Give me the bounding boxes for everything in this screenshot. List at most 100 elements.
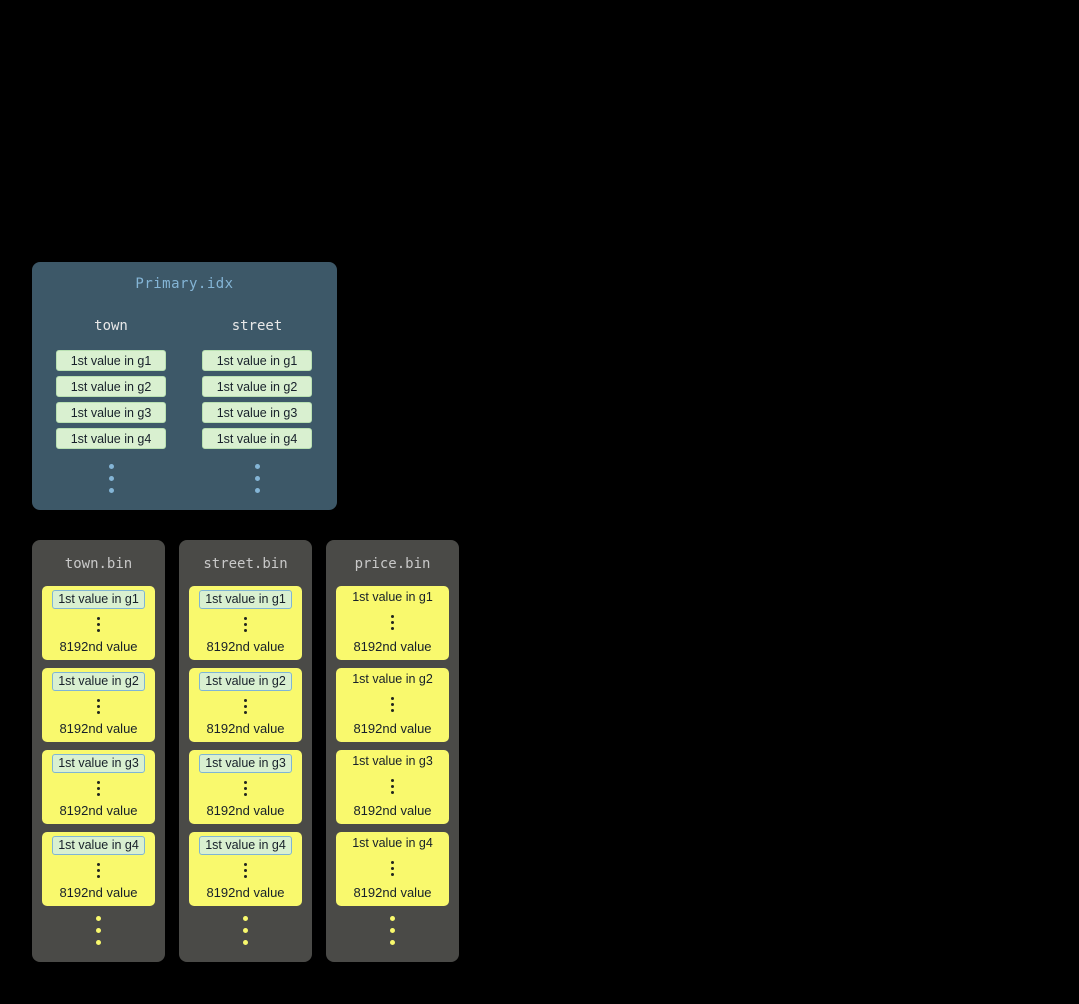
vertical-ellipsis-icon xyxy=(254,464,260,493)
dot-icon xyxy=(390,928,395,933)
granule-last-value: 8192nd value xyxy=(353,721,432,736)
dot-icon xyxy=(254,488,260,493)
index-column-town: town 1st value in g1 1st value in g2 1st… xyxy=(56,318,166,493)
primary-index-panel: Primary.idx town 1st value in g1 1st val… xyxy=(32,262,337,510)
column-header-town: town xyxy=(94,318,128,334)
granule-last-value: 8192nd value xyxy=(206,639,285,654)
granule-last-value: 8192nd value xyxy=(206,803,285,818)
bin-file-title: street.bin xyxy=(203,556,288,572)
granule-last-value: 8192nd value xyxy=(206,721,285,736)
granule-last-value: 8192nd value xyxy=(353,803,432,818)
granule-block: 1st value in g3 8192nd value xyxy=(42,750,155,824)
granule-first-value: 1st value in g1 xyxy=(199,590,292,609)
dot-icon xyxy=(97,622,100,626)
dot-icon xyxy=(96,916,101,921)
granule-block: 1st value in g1 8192nd value xyxy=(189,586,302,660)
dot-icon xyxy=(391,620,394,624)
granule-first-value: 1st value in g4 xyxy=(52,836,145,855)
granule-last-value: 8192nd value xyxy=(59,885,138,900)
granule-block: 1st value in g2 8192nd value xyxy=(189,668,302,742)
dot-icon xyxy=(244,616,247,620)
dot-icon xyxy=(254,464,260,469)
dot-icon xyxy=(97,616,100,620)
granule-first-value: 1st value in g1 xyxy=(352,590,433,604)
dot-icon xyxy=(391,860,394,864)
granule-first-value: 1st value in g2 xyxy=(199,672,292,691)
vertical-ellipsis-icon xyxy=(97,862,100,878)
vertical-ellipsis-icon xyxy=(244,862,247,878)
dot-icon xyxy=(97,862,100,866)
granule-last-value: 8192nd value xyxy=(59,721,138,736)
dot-icon xyxy=(244,704,247,708)
bin-file-panel-price: price.bin 1st value in g1 8192nd value 1… xyxy=(326,540,459,962)
index-cell: 1st value in g1 xyxy=(202,350,312,371)
granule-last-value: 8192nd value xyxy=(206,885,285,900)
primary-index-title: Primary.idx xyxy=(135,276,234,292)
vertical-ellipsis-icon xyxy=(391,860,394,876)
bin-file-title: town.bin xyxy=(64,556,133,572)
dot-icon xyxy=(97,868,100,872)
dot-icon xyxy=(390,916,395,921)
index-cell: 1st value in g4 xyxy=(56,428,166,449)
dot-icon xyxy=(244,698,247,702)
dot-icon xyxy=(244,780,247,784)
granule-block: 1st value in g4 8192nd value xyxy=(336,832,449,906)
dot-icon xyxy=(391,872,394,876)
column-header-street: street xyxy=(231,318,283,334)
dot-icon xyxy=(243,928,248,933)
primary-index-columns: town 1st value in g1 1st value in g2 1st… xyxy=(32,318,337,493)
dot-icon xyxy=(244,628,247,632)
vertical-ellipsis-icon xyxy=(391,696,394,712)
dot-icon xyxy=(390,940,395,945)
index-cell: 1st value in g3 xyxy=(202,402,312,423)
dot-icon xyxy=(97,710,100,714)
dot-icon xyxy=(243,940,248,945)
dot-icon xyxy=(244,874,247,878)
dot-icon xyxy=(391,696,394,700)
granule-last-value: 8192nd value xyxy=(59,639,138,654)
dot-icon xyxy=(244,786,247,790)
dot-icon xyxy=(97,698,100,702)
index-column-street: street 1st value in g1 1st value in g2 1… xyxy=(202,318,312,493)
granule-block: 1st value in g4 8192nd value xyxy=(189,832,302,906)
granule-first-value: 1st value in g4 xyxy=(199,836,292,855)
granule-block: 1st value in g1 8192nd value xyxy=(42,586,155,660)
granule-first-value: 1st value in g3 xyxy=(199,754,292,773)
granule-block: 1st value in g4 8192nd value xyxy=(42,832,155,906)
granule-first-value: 1st value in g3 xyxy=(352,754,433,768)
vertical-ellipsis-icon xyxy=(391,778,394,794)
bin-file-title: price.bin xyxy=(354,556,431,572)
dot-icon xyxy=(97,780,100,784)
vertical-ellipsis-icon xyxy=(97,698,100,714)
granule-first-value: 1st value in g2 xyxy=(52,672,145,691)
dot-icon xyxy=(97,628,100,632)
dot-icon xyxy=(244,862,247,866)
granule-block: 1st value in g2 8192nd value xyxy=(42,668,155,742)
granule-last-value: 8192nd value xyxy=(59,803,138,818)
granule-first-value: 1st value in g3 xyxy=(52,754,145,773)
index-cell: 1st value in g4 xyxy=(202,428,312,449)
index-cell: 1st value in g2 xyxy=(202,376,312,397)
dot-icon xyxy=(244,792,247,796)
vertical-ellipsis-icon xyxy=(32,916,165,945)
vertical-ellipsis-icon xyxy=(97,780,100,796)
index-cell: 1st value in g1 xyxy=(56,350,166,371)
dot-icon xyxy=(108,488,114,493)
dot-icon xyxy=(97,704,100,708)
dot-icon xyxy=(243,916,248,921)
vertical-ellipsis-icon xyxy=(179,916,312,945)
vertical-ellipsis-icon xyxy=(326,916,459,945)
vertical-ellipsis-icon xyxy=(244,698,247,714)
dot-icon xyxy=(391,702,394,706)
granule-block: 1st value in g3 8192nd value xyxy=(336,750,449,824)
dot-icon xyxy=(391,784,394,788)
dot-icon xyxy=(391,790,394,794)
vertical-ellipsis-icon xyxy=(244,780,247,796)
granule-last-value: 8192nd value xyxy=(353,885,432,900)
dot-icon xyxy=(108,464,114,469)
granule-block: 1st value in g1 8192nd value xyxy=(336,586,449,660)
dot-icon xyxy=(96,940,101,945)
granule-block: 1st value in g3 8192nd value xyxy=(189,750,302,824)
granule-last-value: 8192nd value xyxy=(353,639,432,654)
